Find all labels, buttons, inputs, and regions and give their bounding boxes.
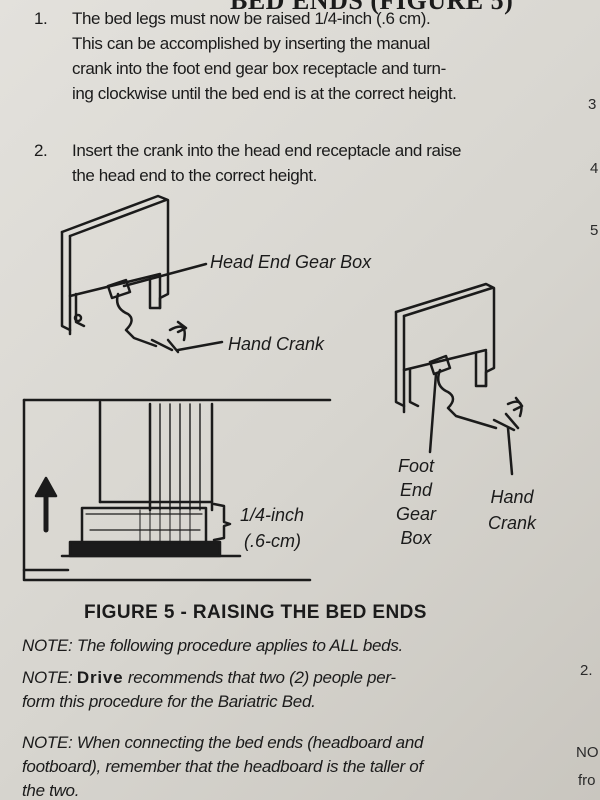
step-2-number: 2.	[34, 141, 48, 160]
head-end-board-illustration	[60, 194, 224, 354]
margin-fragment: 3	[588, 96, 597, 113]
note-text: footboard), remember that the headboard …	[22, 757, 423, 776]
step-1: 1. The bed legs must now be raised 1/4-i…	[34, 6, 572, 106]
step-1-number: 1.	[34, 9, 48, 28]
note-text: form this procedure for the Bariatric Be…	[22, 692, 316, 711]
label-head-end-gear-box: Head End Gear Box	[210, 252, 372, 272]
section-heading: BED ENDS (FIGURE 5)	[230, 0, 514, 15]
step-1-line-2: This can be accomplished by inserting th…	[72, 34, 430, 53]
note-text: The following procedure applies to ALL b…	[72, 636, 403, 655]
note-3: NOTE: When connecting the bed ends (head…	[22, 731, 562, 800]
label-line: Hand	[490, 487, 534, 507]
label-line: Foot	[398, 456, 435, 476]
label-hand-crank-foot: Hand Crank	[488, 484, 536, 536]
step-2-line-2: the head end to the correct height.	[72, 166, 317, 185]
label-line: End	[400, 480, 433, 500]
label-foot-end-gear-box: Foot End Gear Box	[396, 454, 436, 550]
margin-fragment: fro	[578, 772, 596, 789]
bed-ends-diagram	[22, 194, 524, 582]
note-text: When connecting the bed ends (headboard …	[72, 733, 424, 752]
note-prefix: NOTE:	[22, 733, 73, 752]
note-1: NOTE: The following procedure applies to…	[22, 634, 562, 658]
label-hand-crank: Hand Crank	[228, 334, 325, 354]
margin-fragment: 5	[590, 222, 599, 239]
brand-name: Drive	[76, 668, 124, 687]
note-text: recommends that two (2) people per-	[123, 668, 396, 687]
step-1-line-3: crank into the foot end gear box recepta…	[72, 59, 446, 78]
note-prefix: NOTE:	[22, 636, 73, 655]
note-2: NOTE: Drive recommends that two (2) peop…	[22, 666, 562, 714]
figure-caption: FIGURE 5 - RAISING THE BED ENDS	[84, 602, 427, 623]
label-quarter-inch: 1/4-inch	[240, 505, 305, 525]
step-1-line-4: ing clockwise until the bed end is at th…	[72, 84, 457, 103]
label-line: Crank	[488, 513, 537, 533]
note-prefix: NOTE:	[22, 668, 73, 687]
step-2-line-1: Insert the crank into the head end recep…	[72, 141, 462, 160]
step-1-line-1: The bed legs must now be raised 1/4-inch…	[72, 9, 431, 28]
label-line: Box	[400, 528, 432, 548]
step-2: 2. Insert the crank into the head end re…	[34, 138, 572, 188]
leg-closeup-illustration	[22, 398, 332, 582]
foot-end-board-illustration	[394, 282, 524, 476]
label-line: Gear	[396, 504, 437, 524]
margin-fragment: 2.	[580, 662, 593, 679]
margin-fragment: 4	[590, 160, 599, 177]
margin-fragment: NO	[576, 744, 599, 761]
note-text: the two.	[22, 781, 80, 800]
label-centimeters: (.6-cm)	[244, 531, 301, 551]
